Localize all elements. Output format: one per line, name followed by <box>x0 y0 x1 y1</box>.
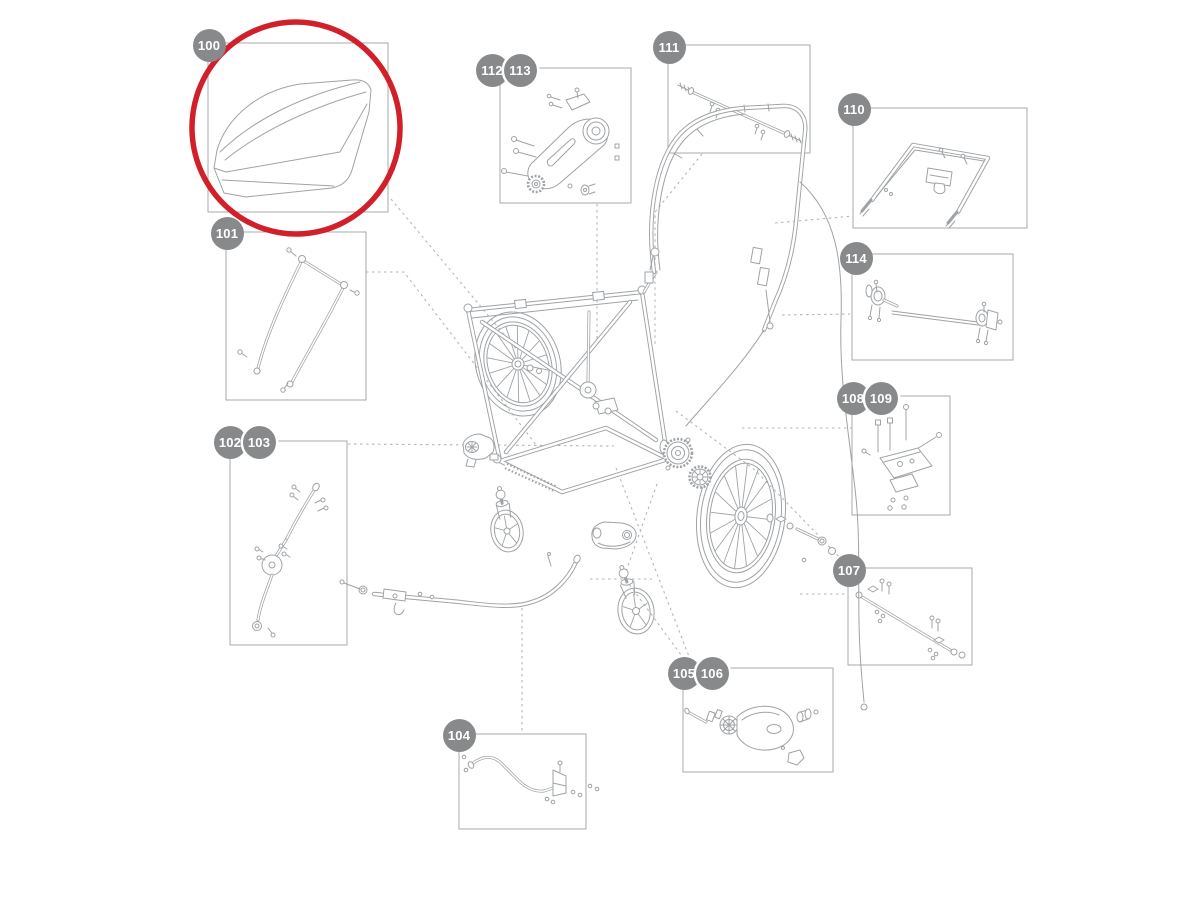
part-badge-109: 109 <box>864 381 898 415</box>
right-wheel <box>695 443 787 589</box>
handlebar <box>644 103 808 427</box>
part-badge-106: 106 <box>695 656 729 690</box>
drawing-roll-cage-101 <box>237 247 360 393</box>
part-box-110[interactable] <box>852 107 1028 229</box>
part-badge-105: 105 <box>667 656 701 690</box>
tow-bar <box>339 552 581 616</box>
part-box-107[interactable] <box>847 567 973 666</box>
caster-wheel-front <box>490 486 524 553</box>
drawing-brake-arm-102-103 <box>252 482 329 638</box>
part-badge-107: 107 <box>832 553 866 587</box>
part-box-108-109[interactable] <box>851 395 951 516</box>
drawing-hub-guard-105-106 <box>684 705 819 766</box>
hub-cap-piece <box>462 433 495 468</box>
part-badge-103: 103 <box>242 425 276 459</box>
chassis-frame <box>463 270 671 495</box>
part-badge-114: 114 <box>839 241 873 275</box>
drawing-cargo-box-100 <box>213 79 372 198</box>
rear-hub-brake <box>659 437 712 489</box>
drawing-bent-tube-104 <box>461 754 600 805</box>
drawing-push-rod-111 <box>677 82 802 144</box>
part-badge-100: 100 <box>192 28 226 62</box>
drawing-hitch-bracket-108-109 <box>861 404 942 511</box>
part-badge-113: 113 <box>503 53 537 87</box>
drawing-main-assembly <box>339 103 868 711</box>
part-boxes <box>207 42 1028 830</box>
part-badge-102: 102 <box>213 425 247 459</box>
drawing-wheel-arm-112-113 <box>501 87 620 196</box>
drawing-crossmember-110 <box>859 142 991 229</box>
brake-cable <box>799 181 865 703</box>
part-badge-110: 110 <box>837 92 871 126</box>
part-badge-112: 112 <box>475 53 509 87</box>
axle-hardware <box>766 513 836 563</box>
axle-guard-piece <box>591 521 637 550</box>
part-box-111[interactable] <box>667 44 811 154</box>
part-box-112-113[interactable] <box>499 67 632 204</box>
highlight-circle-100 <box>189 19 403 237</box>
caster-wheel-rear <box>617 565 655 635</box>
drawing-axle-bar-107 <box>855 578 966 661</box>
part-box-100[interactable] <box>207 42 389 213</box>
left-wheel <box>474 311 562 417</box>
part-box-114[interactable] <box>851 253 1014 361</box>
leader-lines <box>347 153 854 732</box>
part-badge-104: 104 <box>442 718 476 752</box>
part-box-105-106[interactable] <box>682 667 834 773</box>
drawing-brake-axle-114 <box>865 279 1003 346</box>
cable-end <box>860 703 868 711</box>
part-box-104[interactable] <box>458 733 587 830</box>
part-badge-101: 101 <box>210 216 244 250</box>
part-badge-111: 111 <box>652 30 686 64</box>
part-box-102-103[interactable] <box>229 440 348 646</box>
part-badge-108: 108 <box>836 381 870 415</box>
